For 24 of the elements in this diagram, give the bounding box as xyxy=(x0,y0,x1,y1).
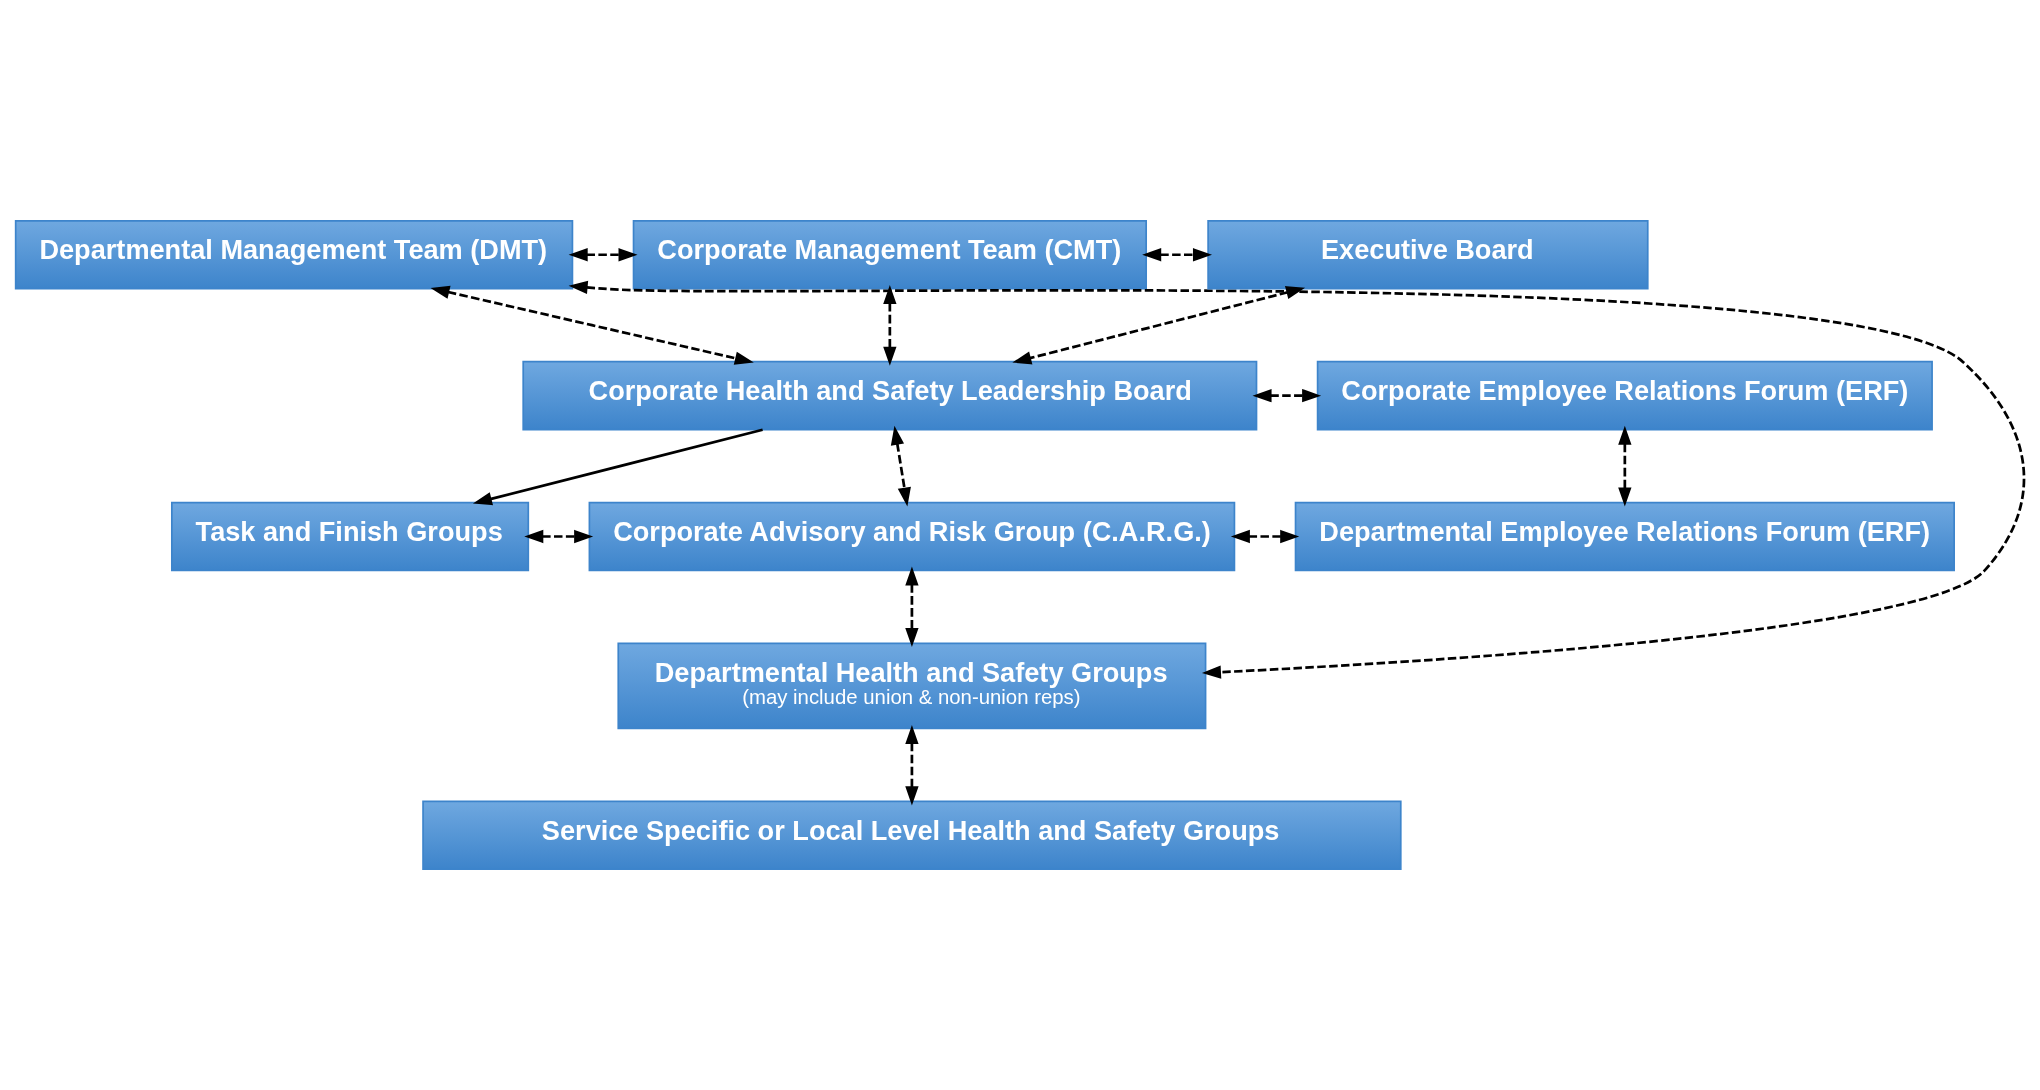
arrow xyxy=(1142,248,1212,262)
arrow xyxy=(524,529,594,544)
arrow xyxy=(1012,286,1306,365)
arrow xyxy=(1230,529,1300,544)
node-box: Corporate Health and Safety Leadership Board xyxy=(522,360,1258,431)
node-box: Task and Finish Groups xyxy=(171,501,530,572)
node-box: Service Specific or Local Level Health and Safety Groups xyxy=(422,800,1402,871)
arrow xyxy=(472,428,763,506)
arrow xyxy=(1618,425,1632,507)
node-box: Departmental Employee Relations Forum (ERF) xyxy=(1294,501,1955,572)
arrow xyxy=(883,284,897,366)
arrow xyxy=(905,566,919,648)
node-box: Corporate Management Team (CMT) xyxy=(632,219,1147,290)
node-box: Departmental Health and Safety Groups (may include union & non-union reps) xyxy=(617,642,1207,730)
arrow xyxy=(1252,388,1322,403)
node-box: Departmental Management Team (DMT) xyxy=(14,219,574,290)
arrow xyxy=(568,248,638,262)
node-box: Corporate Advisory and Risk Group (C.A.R.G.) xyxy=(588,501,1236,572)
arrow xyxy=(430,285,754,365)
arrow xyxy=(890,425,911,507)
arrow xyxy=(905,724,919,806)
node-box: Executive Board xyxy=(1207,219,1649,290)
node-box: Corporate Employee Relations Forum (ERF) xyxy=(1316,360,1933,431)
arrow xyxy=(568,280,2025,679)
